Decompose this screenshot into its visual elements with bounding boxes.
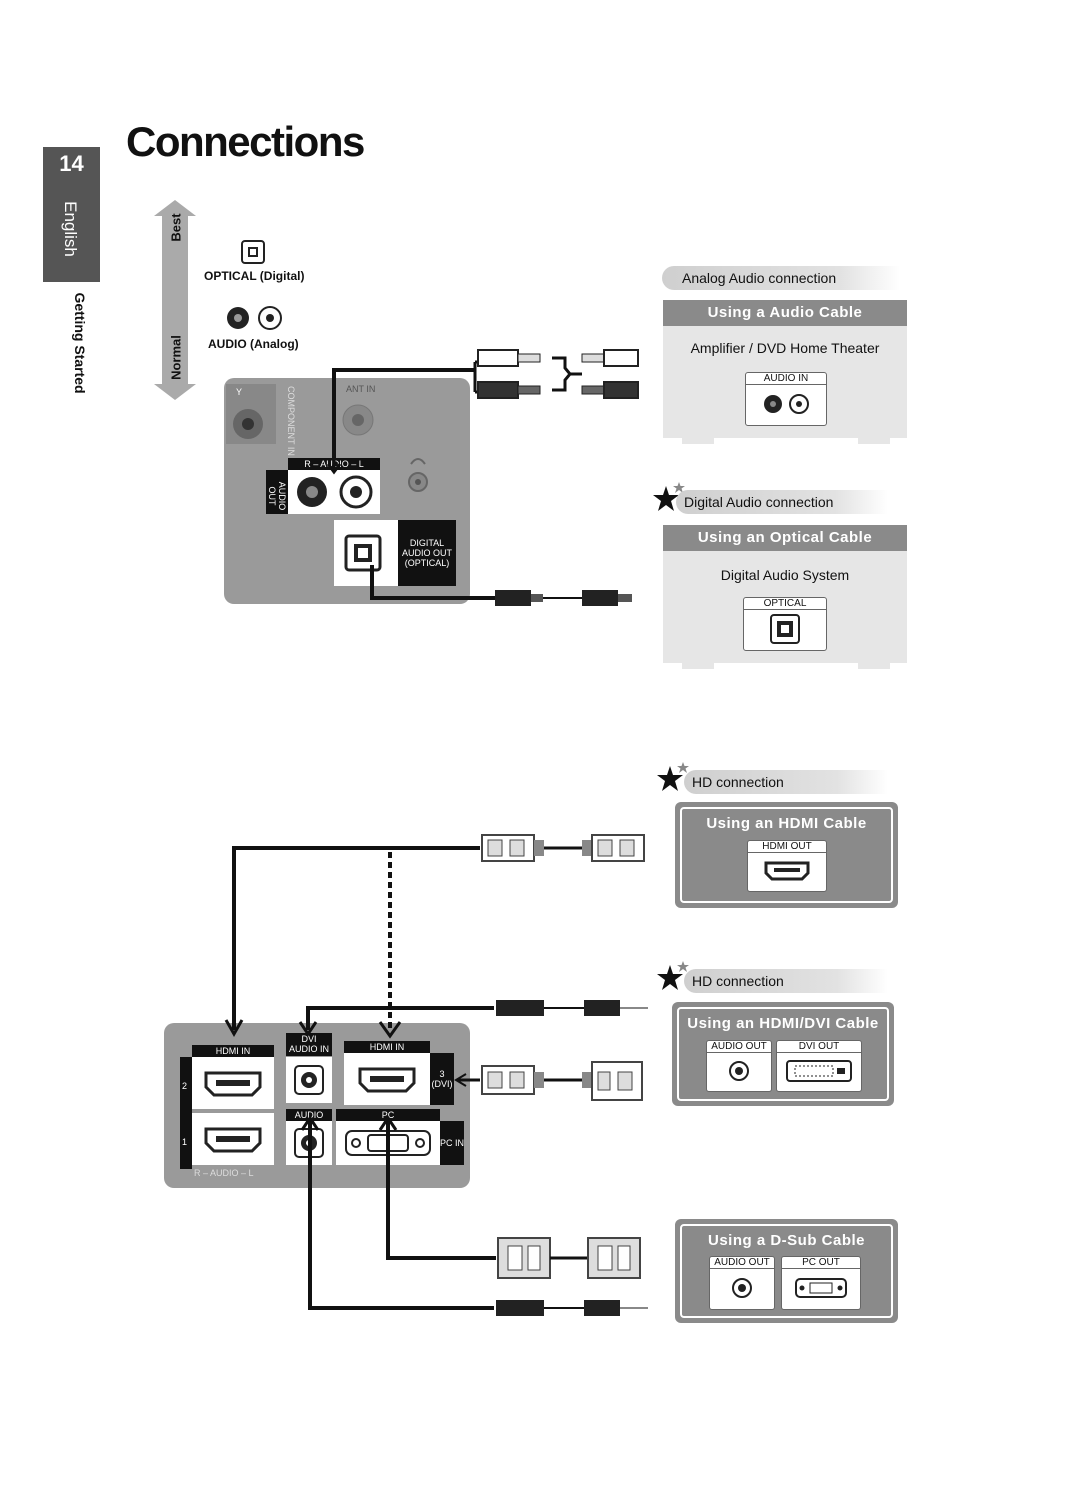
hdmi-header: HD connection (684, 770, 888, 794)
hdmi-2-label: 2 (182, 1081, 188, 1091)
audio-out-label: AUDIO OUT (707, 1041, 771, 1053)
optical-in-port: OPTICAL (743, 597, 827, 651)
ant-in-label: ANT IN (346, 384, 376, 394)
card-foot (682, 438, 714, 444)
digital-card-title: Using an Optical Cable (663, 525, 907, 551)
rca-jacks-icon (227, 306, 282, 330)
dvi-out-port: DVI OUT (776, 1040, 862, 1092)
optical-out-jack (334, 520, 398, 586)
section-title: Getting Started (72, 292, 88, 394)
dsub-audio-out-port: AUDIO OUT (709, 1256, 775, 1310)
hdmi-dvi-header: HD connection (684, 969, 888, 993)
digital-card: Using an Optical Cable Digital Audio Sys… (663, 525, 907, 663)
audio-analog-label: AUDIO (Analog) (208, 337, 299, 351)
audio-out-jacks (288, 470, 380, 514)
pc-label: PC (336, 1109, 440, 1121)
page-title: Connections (126, 118, 365, 165)
y-label: Y (236, 387, 243, 397)
digital-audio-out-tag: DIGITAL AUDIO OUT (OPTICAL) (398, 520, 456, 586)
hdmi-in-2-port (192, 1057, 274, 1109)
hdmi-num-column: 2 1 (180, 1057, 192, 1169)
hdmi-in-label: HDMI IN (192, 1045, 274, 1057)
analog-device: Amplifier / DVD Home Theater (690, 340, 880, 356)
optical-digital-label: OPTICAL (Digital) (204, 269, 305, 283)
hdmi-dvi-card-title: Using an HDMI/DVI Cable (687, 1015, 879, 1032)
audio-out-tag: AUDIO OUT (266, 470, 288, 514)
top-cables (326, 349, 639, 606)
dsub-card-title: Using a D-Sub Cable (707, 1232, 866, 1249)
card-foot (858, 438, 890, 444)
page-number: 14 (59, 151, 84, 176)
hdmi-dvi-audio-out-port: AUDIO OUT (706, 1040, 772, 1092)
optical-port-icon (241, 240, 265, 264)
audio-in-port: AUDIO IN (745, 372, 827, 426)
hdmi-out-label: HDMI OUT (748, 841, 826, 853)
analog-card: Using a Audio Cable Amplifier / DVD Home… (663, 300, 907, 438)
page-tab: 14 English (43, 147, 100, 282)
dvi-audio-in-jack (286, 1057, 332, 1103)
hdmi-3-dvi-tag: 3(DVI) (430, 1053, 454, 1105)
card-foot (858, 663, 890, 669)
dvi-out-label: DVI OUT (777, 1041, 861, 1053)
hdmi-1-label: 1 (182, 1137, 188, 1147)
analog-card-title: Using a Audio Cable (663, 300, 907, 326)
component-in-label: COMPONENT IN (286, 386, 296, 456)
star-icon (657, 961, 689, 990)
pc-in-tag: PC IN (440, 1121, 464, 1165)
component-y-jack-icon (233, 409, 263, 439)
digital-header: Digital Audio connection (676, 490, 888, 514)
hdmi-card-title: Using an HDMI Cable (706, 815, 867, 832)
dsub-card: Using a D-Sub Cable AUDIO OUT PC OUT (675, 1219, 898, 1323)
pc-out-label: PC OUT (782, 1257, 860, 1269)
hdmi-card: Using an HDMI Cable HDMI OUT (675, 802, 898, 908)
panel-audio-rl-label: R – AUDIO – L (194, 1168, 254, 1178)
card-foot (682, 663, 714, 669)
grade-best: Best (168, 213, 184, 242)
hdmi-in-3-label: HDMI IN (344, 1041, 430, 1053)
star-icon (657, 762, 689, 791)
tv-rear-panel-audio: Y COMPONENT IN ANT IN AUDIO OUT R – AUDI… (224, 378, 470, 604)
grade-normal: Normal (168, 335, 184, 380)
quality-arrow (154, 200, 196, 400)
optical-label: OPTICAL (744, 598, 826, 610)
hdmi-out-port: HDMI OUT (747, 840, 827, 892)
pc-audio-label: AUDIO (286, 1109, 332, 1121)
analog-header: Analog Audio connection (662, 266, 900, 290)
headphone-jack-icon (408, 458, 428, 492)
page-language: English (61, 201, 80, 257)
hdmi-in-1-port (192, 1113, 274, 1165)
bottom-cables (224, 834, 648, 1316)
ant-in-jack-icon (342, 404, 374, 436)
digital-device: Digital Audio System (720, 567, 850, 583)
hdmi-in-3-port (344, 1053, 430, 1105)
pc-out-port: PC OUT (781, 1256, 861, 1310)
audio-out-label: AUDIO OUT (710, 1257, 774, 1269)
audio-in-label: AUDIO IN (746, 373, 826, 385)
hdmi-dvi-card: Using an HDMI/DVI Cable AUDIO OUT DVI OU… (672, 1002, 894, 1106)
